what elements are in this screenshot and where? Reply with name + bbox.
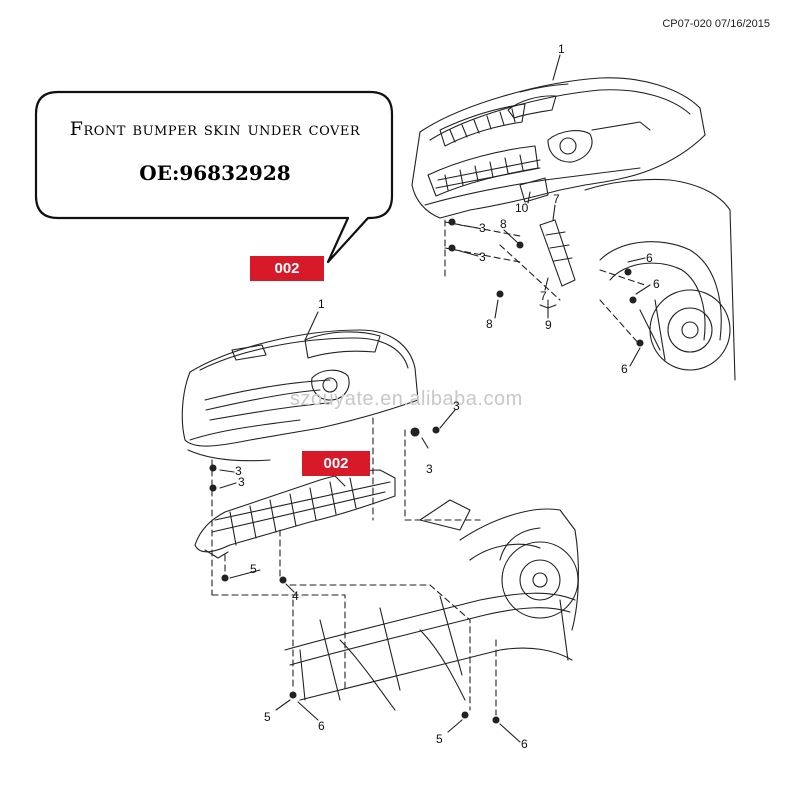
callout-top-3a: 3: [479, 221, 486, 235]
callout-bottom-3d: 3: [238, 475, 245, 489]
bubble-oe-number: OE:96832928: [139, 161, 291, 185]
callout-bottom-5b: 5: [264, 710, 271, 724]
callout-bottom-1: 1: [318, 297, 325, 311]
callout-top-8b: 8: [486, 317, 493, 331]
callout-top-6b: 6: [653, 277, 660, 291]
callout-bottom-3a: 3: [453, 399, 460, 413]
bubble-part-title: Front bumper skin under cover: [69, 118, 361, 140]
callout-top-8a: 8: [500, 217, 507, 231]
document-code: CP07-020 07/16/2015: [662, 18, 770, 30]
callout-top-6a: 6: [646, 251, 653, 265]
callout-top-7b: 7: [540, 289, 547, 303]
callout-top-3b: 3: [479, 250, 486, 264]
part-tag-upper: 002: [250, 256, 324, 281]
callout-bottom-6a: 6: [318, 719, 325, 733]
watermark: szouyate.en.alibaba.com: [290, 388, 523, 410]
callout-top-7a: 7: [553, 192, 560, 206]
speech-bubble-outline: [34, 90, 394, 264]
callout-bottom-5a: 5: [250, 562, 257, 576]
callout-top-10: 10: [515, 201, 529, 215]
part-tag-lower: 002: [302, 451, 370, 476]
callout-bottom-6b: 6: [521, 737, 528, 751]
callout-bottom-3c: 3: [235, 464, 242, 478]
callout-bottom-4: 4: [292, 589, 299, 603]
callout-top-1: 1: [558, 42, 565, 56]
callout-top-6c: 6: [621, 362, 628, 376]
bottom-assembly-drawing: [181, 311, 579, 743]
callout-top-9: 9: [545, 318, 552, 332]
callout-bottom-3b: 3: [426, 462, 433, 476]
top-bumper-drawing: [411, 54, 736, 381]
callout-bottom-5c: 5: [436, 732, 443, 746]
